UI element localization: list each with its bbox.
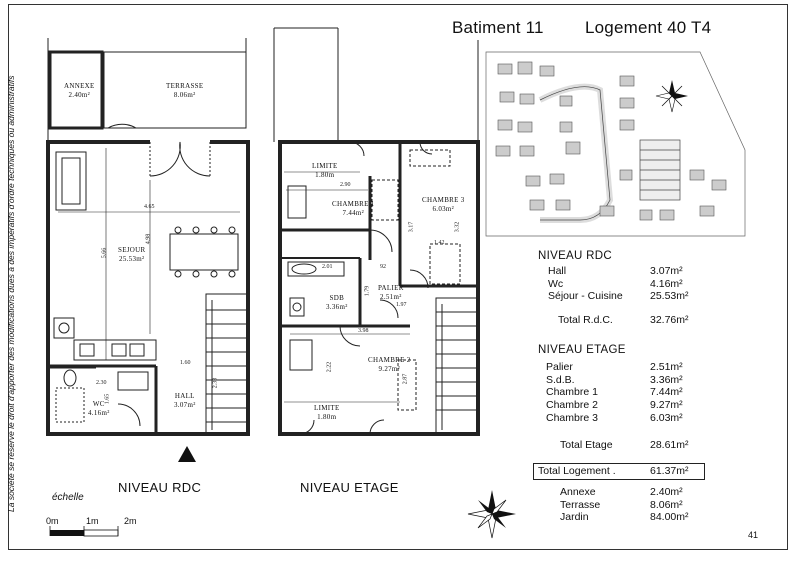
- dim-label: 2.87: [402, 373, 409, 385]
- dim-label: 1.42: [434, 240, 445, 246]
- dim-label: 4.65: [144, 204, 155, 210]
- page-number: 41: [748, 530, 759, 540]
- scale-tick: 1m: [86, 516, 99, 526]
- dim-label: 2.33: [212, 377, 219, 389]
- scale-label: échelle: [52, 492, 84, 503]
- total-rdc-value: 32.76m²: [650, 314, 689, 326]
- total-etage-label: Total Etage: [560, 439, 613, 451]
- total-rdc-label: Total R.d.C.: [558, 314, 613, 326]
- total-etage-value: 28.61m²: [650, 439, 689, 451]
- dim-label: 1.65: [104, 393, 111, 405]
- dim-label: 1.60: [180, 360, 191, 366]
- dim-label: 2.01: [322, 264, 333, 270]
- label-niveau-etage: NIVEAU ETAGE: [300, 480, 399, 495]
- dim-label: 3.17: [408, 221, 415, 233]
- total-logement-label: Total Logement .: [538, 465, 616, 477]
- dim-label: 92: [380, 264, 386, 270]
- dim-label: 4.98: [145, 233, 152, 245]
- dim-label: 1.97: [396, 302, 407, 308]
- scale-bar: [49, 526, 119, 537]
- compass-rose-site: [655, 80, 688, 113]
- dim-label: 5.66: [101, 247, 108, 259]
- dim-label: 2.30: [96, 380, 107, 386]
- page-frame: [8, 4, 788, 550]
- scale-tick: 2m: [124, 516, 137, 526]
- dim-label: 1.79: [364, 285, 371, 297]
- compass-rose-main: [467, 490, 516, 539]
- label-niveau-rdc: NIVEAU RDC: [118, 480, 202, 495]
- building-title: Batiment 11: [452, 18, 544, 37]
- areas-heading-etage: NIVEAU ETAGE: [538, 344, 626, 356]
- unit-title: Logement 40 T4: [585, 18, 712, 37]
- dim-label: 2.90: [340, 182, 351, 188]
- table-row: S.d.B.3.36m²: [546, 373, 683, 386]
- total-logement-box: [533, 463, 705, 480]
- scale-tick: 0m: [46, 516, 59, 526]
- dim-label: 2.22: [326, 361, 333, 373]
- dim-label: 3.98: [358, 328, 369, 334]
- total-logement-value: 61.37m²: [650, 465, 689, 477]
- areas-heading-rdc: NIVEAU RDC: [538, 250, 612, 262]
- dim-label: 3.32: [454, 221, 461, 233]
